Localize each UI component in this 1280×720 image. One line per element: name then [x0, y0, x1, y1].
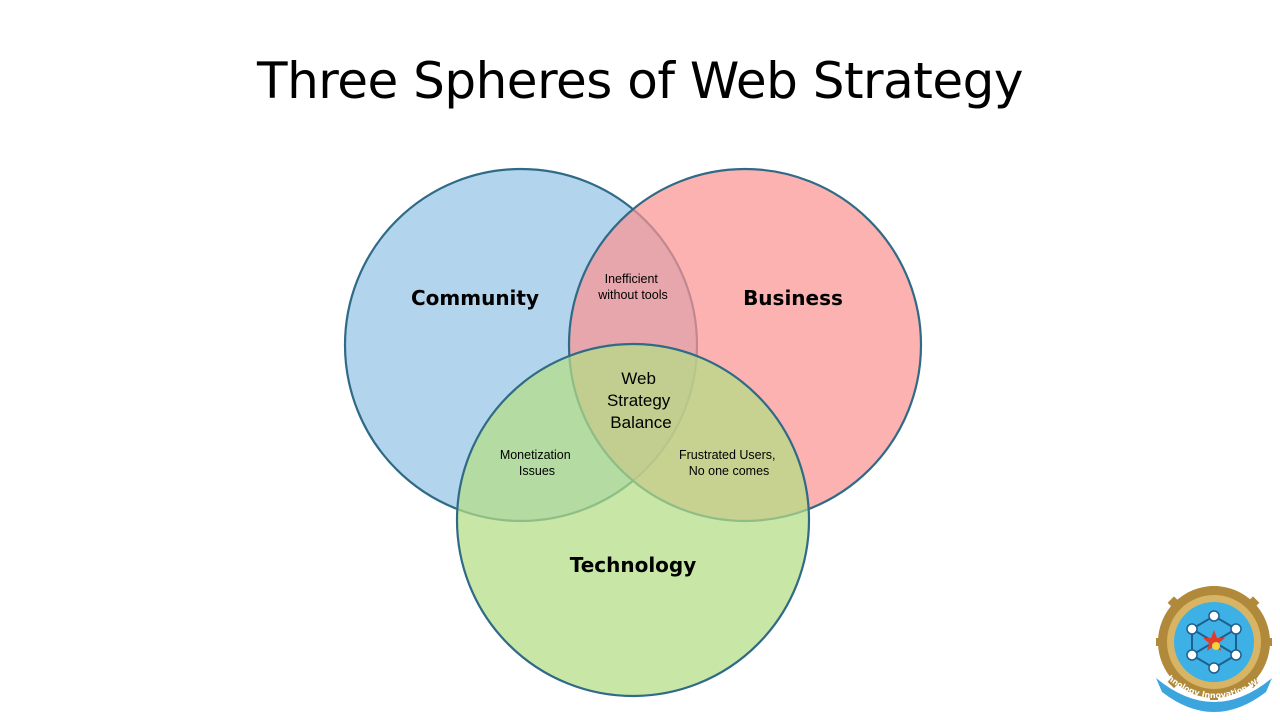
technology-label: Technology	[570, 553, 697, 577]
technology-circle	[455, 342, 811, 698]
logo-ribbon	[1156, 678, 1272, 712]
community-technology-overlap-label: Monetization Issues	[500, 448, 574, 478]
business-label: Business	[743, 286, 843, 310]
gear-globe-emblem-icon: Technology Innovation Wealth	[1148, 586, 1272, 712]
slide-title: Three Spheres of Web Strategy	[257, 52, 1023, 110]
business-technology-overlap-label: Frustrated Users, No one comes	[679, 448, 779, 478]
community-business-overlap-label: Inefficient without tools	[597, 272, 667, 302]
center-balance-label: Web Strategy Balance	[607, 369, 675, 432]
community-label: Community	[411, 286, 539, 310]
